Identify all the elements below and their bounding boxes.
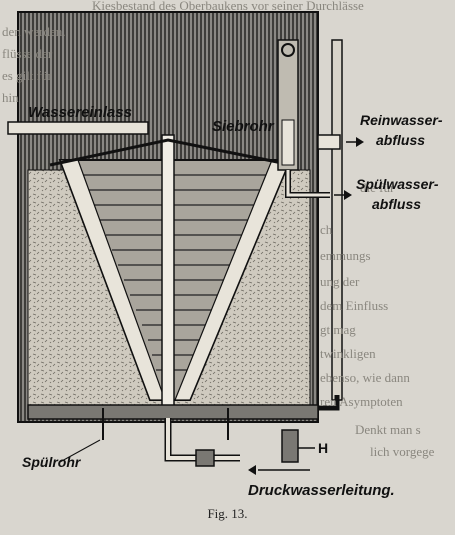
tank-base — [27, 404, 319, 420]
background-text-4: es gilt für — [2, 68, 52, 83]
sieve-tube — [281, 119, 295, 166]
label-wassereinlass: Wassereinlass — [28, 104, 132, 121]
background-text-5: hin — [2, 90, 19, 105]
rinse-outlet-arrowhead — [344, 190, 352, 200]
label-reinwasser-line2: abfluss — [376, 132, 426, 148]
top-handle — [281, 43, 295, 57]
label-spuelwasser-line1: Spülwasser- — [356, 176, 439, 192]
label-reinwasser-line1: Reinwasser- — [360, 112, 443, 128]
background-text-9: ung der — [320, 274, 360, 289]
figure-caption: Fig. 13. — [207, 506, 248, 521]
label-siebrohr: Siebrohr — [212, 118, 274, 135]
background-text-7: ch — [320, 222, 333, 237]
pressure-inflow-arrowhead — [248, 465, 256, 475]
clean-outlet-valve — [317, 134, 341, 150]
label-druckwasserleitung: Druckwasserleitung. — [248, 482, 395, 499]
sieve-roof — [49, 138, 293, 167]
spuelrohr-pointer — [59, 439, 101, 463]
background-text-1: Kiesbestand des Oberbaukens vor seiner D… — [92, 0, 364, 13]
clean-outlet-arrowhead — [356, 137, 364, 147]
rinse-outlet-pipe-inner — [286, 170, 330, 197]
background-text-8: emmungs — [320, 248, 371, 263]
pressure-pipe-valve — [195, 449, 215, 467]
background-text-15: Denkt man s — [355, 422, 421, 437]
background-text-3: flüsse der — [2, 46, 53, 61]
h-valve — [281, 429, 299, 463]
background-text-12: twinkligen — [320, 346, 376, 361]
label-spuelrohr: Spülrohr — [22, 454, 81, 470]
label-h: H — [318, 440, 329, 456]
background-text-11: gt mag — [320, 322, 356, 337]
center-pipe — [161, 134, 175, 416]
label-spuelwasser-line2: abfluss — [372, 196, 422, 212]
background-text-10: dem Einfluss — [320, 298, 389, 313]
background-text-13: ebenso, wie dann — [320, 370, 410, 385]
background-text-14: ren Asymptoten — [320, 394, 403, 409]
background-text-6: die für — [360, 180, 395, 195]
background-text-2: den werden. — [2, 24, 66, 39]
inlet-pipe — [7, 121, 149, 135]
background-text-16: lich vorgege — [370, 444, 435, 459]
